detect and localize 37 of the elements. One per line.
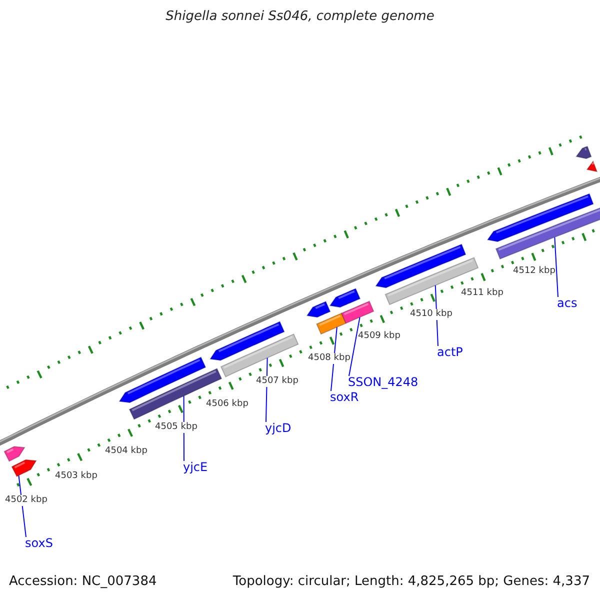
gene-label: yjcD xyxy=(265,421,292,435)
leader-line xyxy=(554,236,558,298)
gene-label: soxR xyxy=(330,390,359,404)
scale-label: 4503 kbp xyxy=(55,471,98,482)
scale-label: 4511 kbp xyxy=(461,288,504,299)
gene-label: yjcE xyxy=(183,460,208,474)
scale-label: 4508 kbp xyxy=(308,353,350,364)
accession-text: Accession: NC_007384 xyxy=(9,574,157,590)
gene-bar xyxy=(316,312,347,335)
scale-label: 4504 kbp xyxy=(105,446,148,457)
gene-bar xyxy=(220,333,299,378)
gene-feature-block xyxy=(11,459,38,478)
leader-line xyxy=(348,316,360,376)
gene-feature-block xyxy=(329,288,361,308)
gene-label: SSON_4248 xyxy=(348,375,418,389)
gene-feature-block xyxy=(375,244,466,288)
gene-feature-block xyxy=(209,320,285,361)
scale-label: 4505 kbp xyxy=(155,422,198,433)
gene-feature-block xyxy=(4,446,26,462)
gene-feature-block xyxy=(586,160,598,172)
scale-label: 4507 kbp xyxy=(256,376,298,387)
gene-label: actP xyxy=(437,345,463,359)
gene-bar xyxy=(495,206,600,260)
scale-label: 4502 kbp xyxy=(5,495,48,506)
gene-bar xyxy=(340,300,374,324)
scale-label: 4506 kbp xyxy=(206,399,248,410)
map-title: Shigella sonnei Ss046, complete genome xyxy=(164,9,436,24)
scale-label: 4509 kbp xyxy=(358,331,400,342)
gene-feature-block xyxy=(486,193,594,242)
gene-feature-block xyxy=(118,356,206,404)
genome-summary-text: Topology: circular; Length: 4,825,265 bp; Genes: 4,337 xyxy=(232,574,590,590)
gene-label: soxS xyxy=(25,536,53,550)
gene-feature-block xyxy=(306,300,331,318)
gene-label: acs xyxy=(557,296,578,310)
scale-label: 4512 kbp xyxy=(513,266,556,277)
gene-feature-block xyxy=(575,146,592,160)
scale-label: 4510 kbp xyxy=(410,309,452,320)
